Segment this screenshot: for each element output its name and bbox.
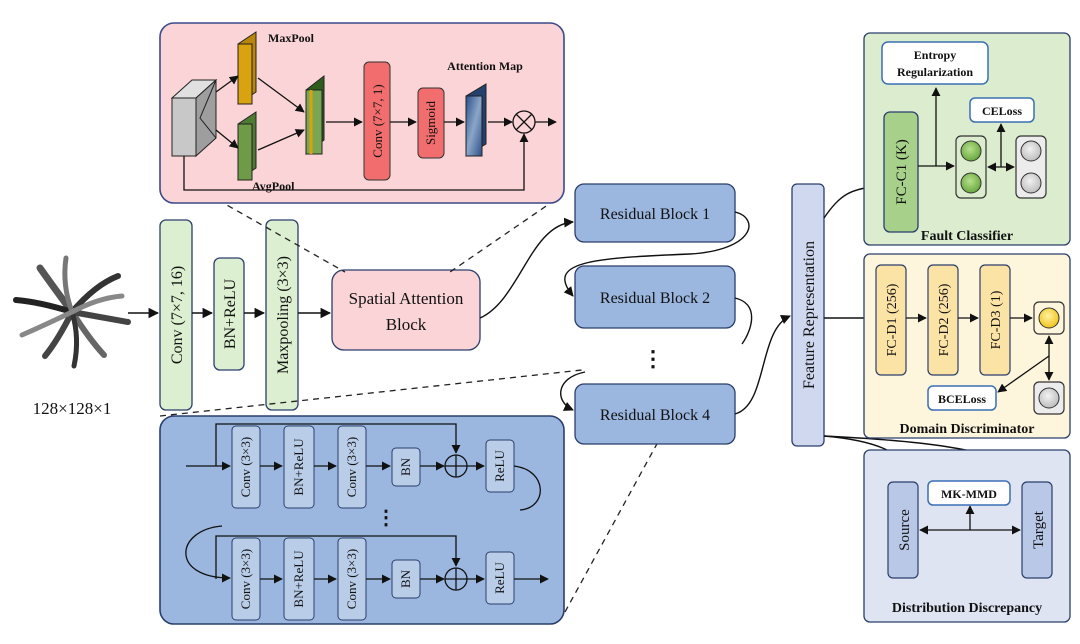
target-label: Target <box>1031 510 1047 549</box>
maxpooling-block: Maxpooling (3×3) <box>265 219 299 411</box>
celoss-box: CELoss <box>969 97 1035 123</box>
attention-map-label: Attention Map <box>447 59 523 73</box>
target-block: Target <box>1021 481 1053 579</box>
res-row1-conv2: Conv (3×3) <box>337 425 367 509</box>
discriminator-output-node <box>1033 301 1065 335</box>
attention-detail-panel: MaxPool AvgPool Conv (7×7, 1) Sigmoid <box>159 22 565 204</box>
res-row2-conv1: Conv (3×3) <box>231 537 261 621</box>
zoom-line <box>449 199 556 273</box>
residual-block-1-label: Residual Block 1 <box>600 206 710 223</box>
residual-block-1: Residual Block 1 <box>574 183 736 243</box>
res-row1-conv2-label: Conv (3×3) <box>344 437 359 497</box>
feature-representation-label: Feature Representation <box>801 241 818 389</box>
res-row2-relu-label: ReLU <box>492 562 507 594</box>
spatial-attention-line1: Spatial Attention <box>349 289 464 308</box>
res-row2-bn: BN <box>391 559 421 599</box>
feature-map-cube <box>170 78 218 158</box>
res-row1-bn: BN <box>391 447 421 487</box>
residual-detail-panel: Conv (3×3) BN+ReLU Conv (3×3) BN ReLU <box>159 415 565 625</box>
mk-mmd-box: MK-MMD <box>927 480 1011 506</box>
source-block: Source <box>887 481 919 579</box>
maxpool-map <box>237 31 257 105</box>
feature-representation-block: Feature Representation <box>791 183 825 447</box>
fc-c1-label: FC-C1 (K) <box>894 139 910 204</box>
res-row1-conv1: Conv (3×3) <box>231 425 261 509</box>
input-image <box>13 255 131 369</box>
bceloss-box: BCELoss <box>927 385 997 411</box>
discriminator-label-node <box>1033 381 1065 415</box>
conv-stem-label: Conv (7×7, 16) <box>169 266 186 364</box>
distribution-discrepancy-title: Distribution Discrepancy <box>892 601 1042 616</box>
bnrelu-stem-label: BN+ReLU <box>222 278 239 349</box>
attention-map <box>465 83 487 157</box>
res-row2-conv2: Conv (3×3) <box>337 537 367 621</box>
source-label: Source <box>897 509 913 551</box>
mkmmd-label: MK-MMD <box>941 487 997 501</box>
classifier-output-nodes <box>955 135 987 199</box>
bceloss-label: BCELoss <box>938 392 986 406</box>
res-row2-bnrelu-label: BN+ReLU <box>291 550 306 608</box>
res-row1-bnrelu-label: BN+ReLU <box>291 438 306 496</box>
res-row2-conv2-label: Conv (3×3) <box>344 549 359 609</box>
res-ellipsis: ⋮ <box>376 507 396 529</box>
entropy-regularization-box: Entropy Regularization <box>881 41 989 85</box>
sigmoid-label: Sigmoid <box>423 100 438 145</box>
entropy-label-line1: Entropy <box>914 48 956 62</box>
res-row1-relu-label: ReLU <box>492 450 507 482</box>
entropy-label-line2: Regularization <box>897 65 973 79</box>
zoom-line <box>217 199 346 273</box>
concat-map <box>305 74 325 156</box>
fault-classifier-title: Fault Classifier <box>921 229 1013 244</box>
input-size-label: 128×128×1 <box>33 399 112 418</box>
sigmoid-block: Sigmoid <box>417 87 445 159</box>
avgpool-label: AvgPool <box>252 179 295 193</box>
maxpool-label: MaxPool <box>268 31 315 45</box>
avgpool-map <box>237 111 257 181</box>
spatial-attention-line2: Block <box>386 315 427 334</box>
domain-discriminator-title: Domain Discriminator <box>900 422 1035 437</box>
fc-d3-block: FC-D3 (1) <box>979 264 1011 376</box>
residual-block-4: Residual Block 4 <box>574 383 736 445</box>
fc-d2-label: FC-D2 (256) <box>937 283 952 356</box>
residual-block-2: Residual Block 2 <box>574 265 736 329</box>
residual-block-4-label: Residual Block 4 <box>600 407 710 424</box>
res-row2-bn-label: BN <box>398 569 413 588</box>
res-row2-relu: ReLU <box>485 551 515 605</box>
celoss-label: CELoss <box>982 104 1022 118</box>
ellipsis: ⋮ <box>642 346 664 371</box>
domain-discriminator-panel: FC-D1 (256) FC-D2 (256) FC-D3 (1) BCELos… <box>863 253 1071 439</box>
res-row2-add <box>444 567 468 591</box>
conv-7x7-1-block: Conv (7×7, 1) <box>363 61 391 181</box>
res-row1-relu: ReLU <box>485 439 515 493</box>
res-row2-bnrelu: BN+ReLU <box>283 537 315 621</box>
conv-7x7-16-block: Conv (7×7, 16) <box>159 219 193 411</box>
spatial-attention-block: Spatial Attention Block <box>331 269 481 351</box>
res-row1-bnrelu: BN+ReLU <box>283 425 315 509</box>
attn-conv-label: Conv (7×7, 1) <box>370 84 385 157</box>
fc-d3-label: FC-D3 (1) <box>989 290 1004 349</box>
zoom-line <box>564 419 671 613</box>
fault-classifier-panel: Entropy Regularization FC-C1 (K) CELoss … <box>863 32 1071 246</box>
res-row1-conv1-label: Conv (3×3) <box>238 437 253 497</box>
res-row2-conv1-label: Conv (3×3) <box>238 549 253 609</box>
res-row1-bn-label: BN <box>398 457 413 476</box>
maxpool-stem-label: Maxpooling (3×3) <box>275 256 292 374</box>
bn-relu-block: BN+ReLU <box>213 257 245 371</box>
classifier-label-nodes <box>1015 135 1047 199</box>
fc-c1-block: FC-C1 (K) <box>883 111 919 233</box>
distribution-discrepancy-panel: Source Target MK-MMD Distribution Discre… <box>863 449 1071 623</box>
res-row1-add <box>444 454 468 478</box>
fc-d2-block: FC-D2 (256) <box>927 264 959 376</box>
fc-d1-label: FC-D1 (256) <box>885 283 900 356</box>
residual-block-2-label: Residual Block 2 <box>600 290 710 307</box>
fc-d1-block: FC-D1 (256) <box>875 264 907 376</box>
zoom-line <box>159 369 583 417</box>
